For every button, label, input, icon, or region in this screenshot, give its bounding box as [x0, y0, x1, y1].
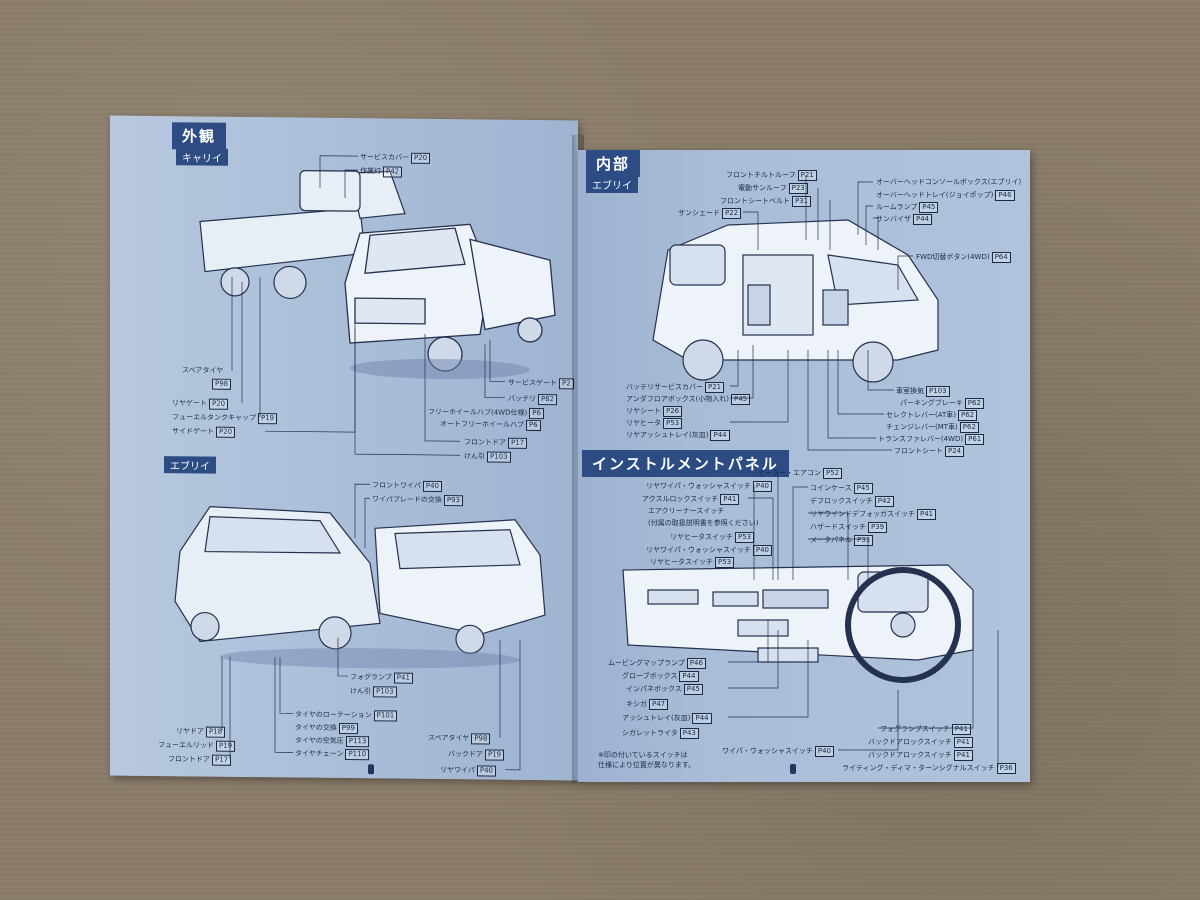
interior-van-illustration [652, 219, 939, 383]
label-ashtray: アッシュトレイ(灰皿)P44 [622, 713, 712, 724]
label-underfloor-box: アンダフロアボックス(小物入れ)P45 [626, 394, 751, 405]
label-transfer-lever: トランスファレバー(4WD)P61 [878, 434, 985, 445]
left-leader-lines [221, 155, 521, 771]
subtitle-interior-every: エブリイ [586, 176, 638, 193]
dashboard-illustration [622, 564, 974, 683]
carry-truck-illustration [199, 169, 556, 380]
label-fwd-button: FWD切替ボタン(4WD)P64 [916, 252, 1011, 263]
section-title-instrument-panel: インストルメントパネル [582, 450, 789, 477]
section-title-interior: 内部 [586, 150, 641, 177]
left-page: 外観 キャリイ [110, 115, 578, 781]
label-change-lever: チェンジレバー(MT車)P62 [886, 422, 979, 433]
switch-position-note: ※印の付いているスイッチは 仕様により位置が異なります。 [598, 751, 696, 769]
left-page-number-mark [368, 764, 374, 775]
label-rear-ashtray: リヤアッシュトレイ(灰皿)P44 [626, 430, 730, 441]
right-leader-lines [728, 175, 999, 767]
label-air-cleaner-switch: エアクリーナースイッチ [648, 507, 725, 515]
label-see-manual: (付属の取扱説明書を参照ください) [648, 519, 759, 527]
label-select-lever: セレクトレバー(AT車)P62 [886, 410, 978, 421]
every-van-illustration [174, 505, 546, 669]
label-overhead-console: オーバーヘッドコンソールボックス(エブリイ) [876, 178, 1022, 186]
right-page-number-mark [790, 764, 796, 774]
label-overhead-tray: オーバーヘッドトレイ(ジョイポップ)P46 [876, 190, 1015, 201]
